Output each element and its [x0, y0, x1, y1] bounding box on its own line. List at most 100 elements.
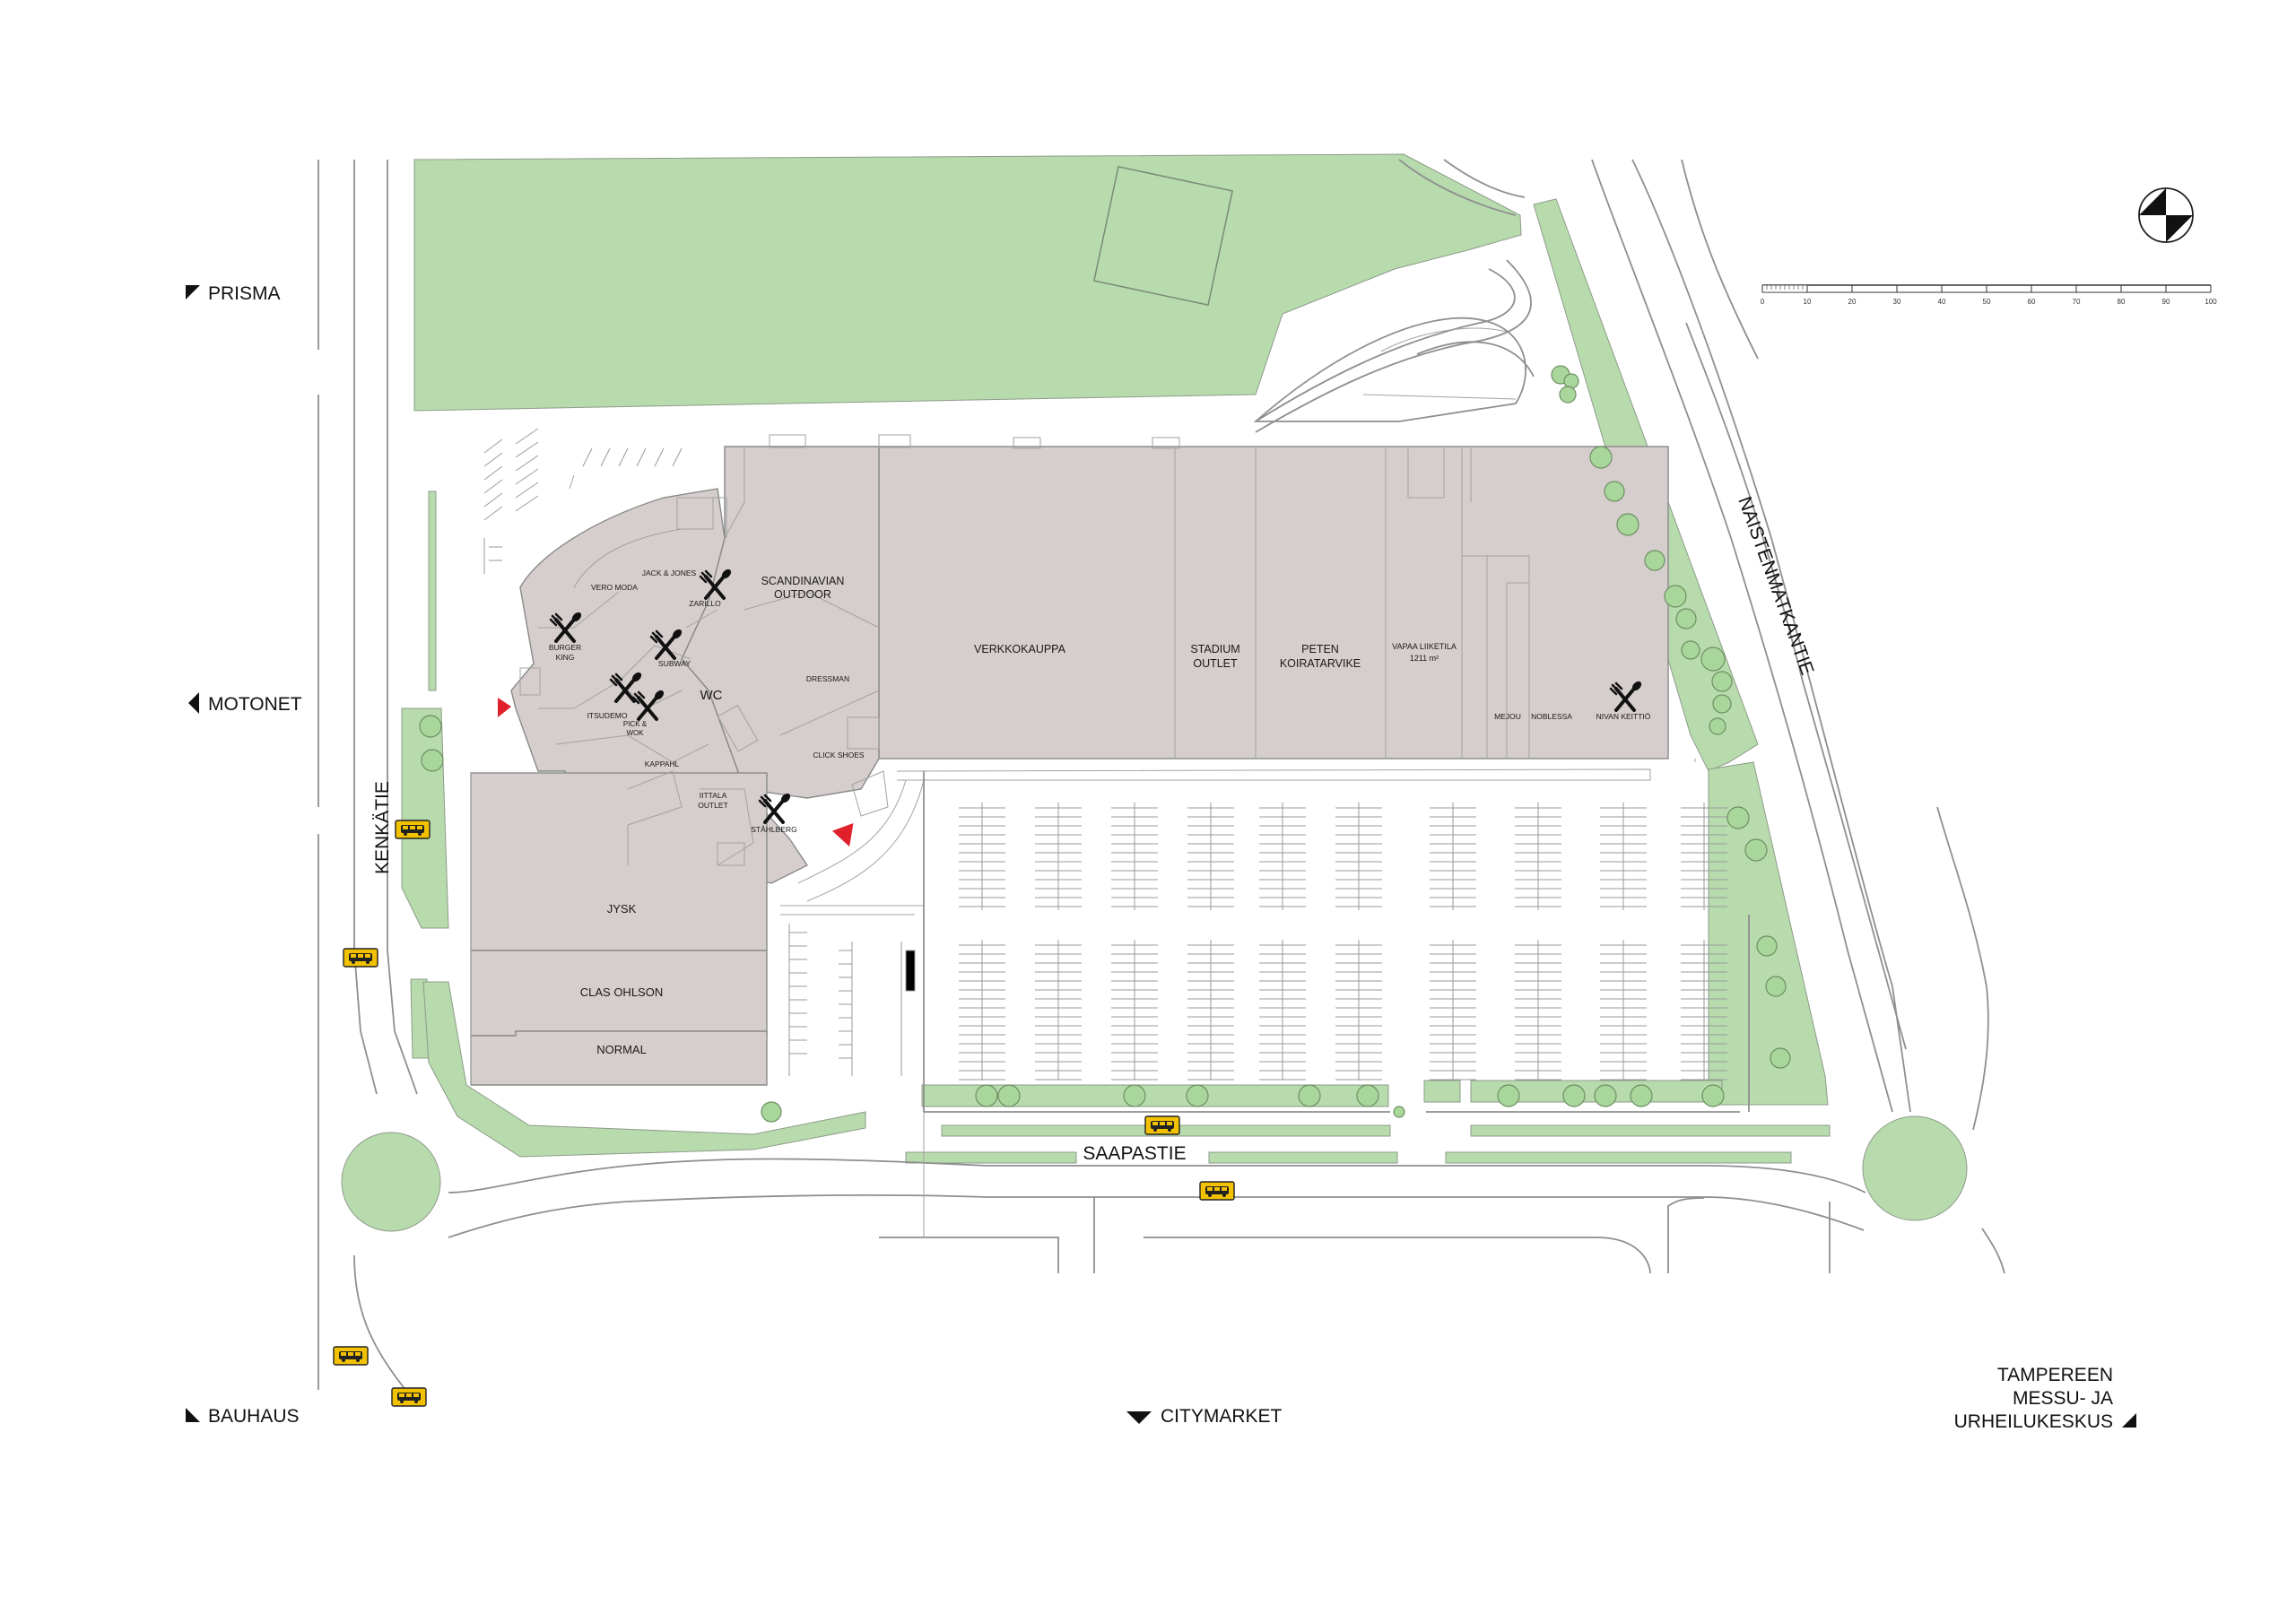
tree-icon: [1756, 935, 1778, 957]
roundabout-west: [341, 1132, 441, 1232]
label-itsudemo: ITSUDEMO: [587, 711, 628, 720]
east-green-lower: [1708, 761, 1829, 1106]
direction-tampere-line1: TAMPEREEN: [1997, 1365, 2113, 1385]
direction-arrow-icon: [186, 285, 200, 299]
direction-citymarket: CITYMARKET: [1126, 1406, 1283, 1427]
fork-knife-icon: [609, 672, 642, 703]
entrance-triangle-icon: [831, 823, 854, 847]
tree-icon: [1630, 1084, 1653, 1107]
scale-label: 0: [1761, 298, 1765, 306]
parking-lines-south-west: [788, 924, 916, 1076]
parking-loop: [1253, 317, 1526, 422]
bus-stop-icon: [1199, 1181, 1235, 1201]
tree-icon: [1562, 1084, 1586, 1107]
bus-stop-icon: [343, 948, 378, 968]
direction-tampere-line2: MESSU- JA: [2013, 1388, 2113, 1409]
scale-label: 60: [2028, 298, 2036, 306]
south-strip-7: [1208, 1151, 1398, 1164]
fork-knife-icon: [1609, 681, 1642, 712]
scale-label: 50: [1983, 298, 1991, 306]
tree-icon: [1726, 806, 1750, 829]
street-kenkatie: KENKÄTIE: [372, 781, 393, 874]
scale-label: 20: [1848, 298, 1857, 306]
direction-arrow-icon: [186, 1408, 200, 1422]
label-nivan: NIVAN KEITTIÖ: [1596, 712, 1651, 721]
direction-prisma-label: PRISMA: [208, 283, 281, 304]
bus-stop-icon: [391, 1387, 427, 1407]
tree-icon: [975, 1084, 998, 1107]
label-kappahl: KAPPAHL: [645, 759, 680, 768]
tree-icon: [1644, 550, 1665, 571]
mall-building: [470, 446, 1669, 1086]
tree-icon: [1594, 1084, 1617, 1107]
tree-icon: [1298, 1084, 1321, 1107]
north-arrow-icon: [2138, 187, 2194, 243]
west-green-strip-2: [401, 707, 449, 929]
store-labels: SCANDINAVIAN OUTDOOR VERKKOKAUPPA STADIU…: [549, 568, 1651, 1056]
restaurant-icons: [549, 568, 1642, 824]
fork-knife-icon: [758, 793, 791, 824]
south-strip-5: [1470, 1124, 1831, 1137]
south-strip-6: [905, 1151, 1077, 1164]
parking-lines-west: [483, 428, 683, 574]
tree-icon: [997, 1084, 1021, 1107]
direction-citymarket-label: CITYMARKET: [1161, 1406, 1283, 1427]
label-vero: VERO MODA: [591, 583, 638, 592]
sports-field: [1093, 166, 1233, 306]
label-stahlberg: STÅHLBERG: [751, 825, 797, 834]
tree-icon: [1604, 481, 1625, 502]
bus-stop-icon: [333, 1346, 369, 1366]
bus-stop-icon: [395, 820, 430, 839]
label-jack: JACK & JONES: [642, 568, 697, 577]
direction-bauhaus-label: BAUHAUS: [208, 1406, 300, 1427]
tree-icon: [1712, 694, 1732, 714]
tree-icon: [419, 715, 442, 738]
west-green-strip-1: [428, 490, 437, 691]
tree-icon: [1675, 608, 1697, 629]
tree-icon: [1186, 1084, 1209, 1107]
tree-icon: [1770, 1047, 1791, 1069]
north-field: [413, 153, 1522, 412]
label-noblessa: NOBLESSA: [1531, 712, 1572, 721]
tree-icon: [421, 749, 444, 772]
direction-motonet: MOTONET: [188, 692, 302, 715]
direction-arrow-icon: [188, 692, 199, 714]
clas-block: [470, 950, 768, 1037]
fork-knife-icon: [649, 629, 683, 660]
label-stadium-2: OUTLET: [1193, 657, 1238, 670]
label-scandinavian: SCANDINAVIAN: [761, 575, 845, 587]
tree-icon: [1616, 513, 1639, 536]
label-iittala-2: OUTLET: [698, 801, 728, 810]
tree-icon: [1711, 671, 1733, 692]
tree-icon: [1765, 976, 1787, 997]
bus-stops: [333, 820, 1235, 1407]
fork-knife-icon: [631, 690, 665, 721]
direction-prisma: PRISMA: [186, 283, 281, 304]
direction-motonet-label: MOTONET: [208, 694, 302, 715]
label-iittala: IITTALA: [700, 791, 727, 800]
trees: [419, 365, 1791, 1123]
label-mejou: MEJOU: [1494, 712, 1521, 721]
label-wc: WC: [700, 688, 723, 703]
building-details: [519, 434, 1651, 1237]
label-vapaa: VAPAA LIIKETILA: [1392, 642, 1457, 651]
direction-arrow-icon: [1126, 1411, 1152, 1424]
tree-icon: [1589, 446, 1613, 469]
scale-label: 100: [2205, 298, 2217, 306]
label-zarillo: ZARILLO: [689, 599, 721, 608]
tree-icon: [1123, 1084, 1146, 1107]
scale-label: 70: [2073, 298, 2081, 306]
parking-rows: [959, 803, 1727, 1081]
direction-bauhaus: BAUHAUS: [186, 1406, 300, 1427]
scale-label: 40: [1938, 298, 1946, 306]
tree-icon: [1700, 647, 1726, 672]
label-normal: NORMAL: [596, 1043, 647, 1056]
normal-block: [470, 1030, 768, 1086]
green-areas: [341, 153, 1968, 1232]
main-parking: [923, 771, 1750, 1113]
label-pick-2: WOK: [626, 729, 644, 737]
label-peten-2: KOIRATARVIKE: [1280, 657, 1361, 670]
store-dividers: [470, 448, 1696, 1085]
